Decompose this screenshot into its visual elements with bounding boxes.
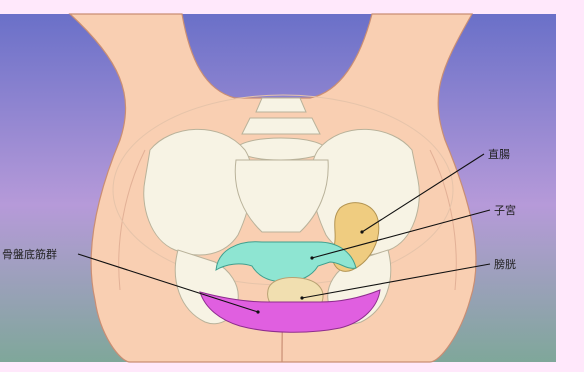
label-bladder: 膀胱 (494, 257, 516, 271)
label-pelvic-floor: 骨盤底筋群 (2, 247, 57, 261)
iliac-wing-left (144, 129, 252, 255)
label-uterus: 子宮 (494, 203, 516, 217)
label-rectum: 直腸 (488, 147, 510, 161)
